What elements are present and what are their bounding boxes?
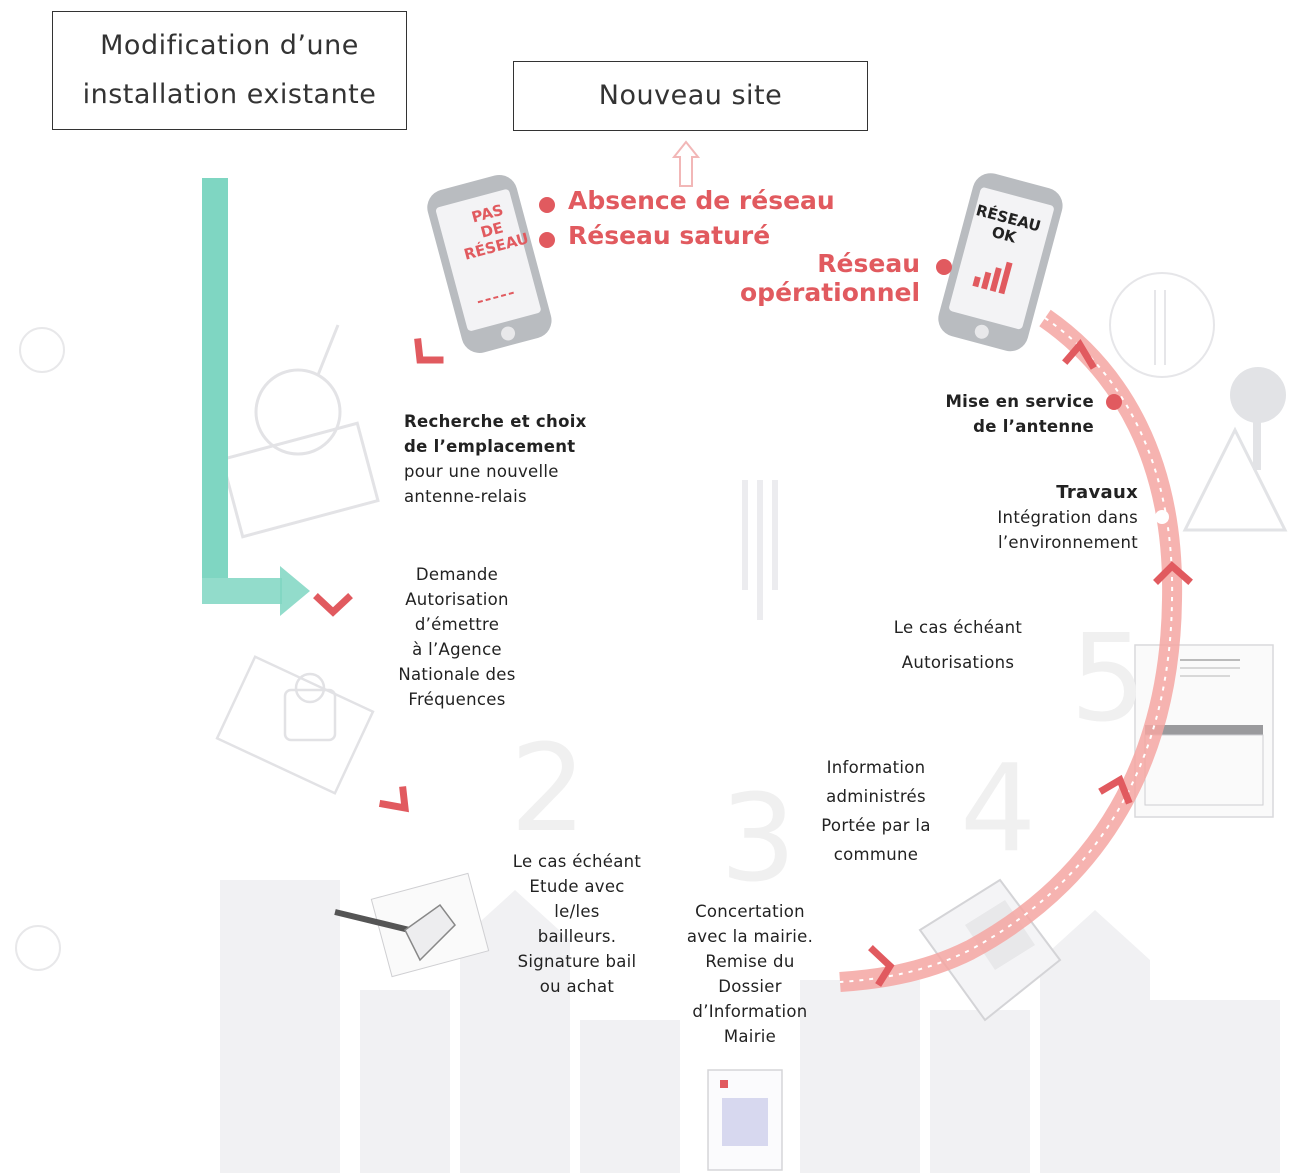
chevron-icon (1098, 774, 1133, 805)
step-line: Portée par la (821, 816, 931, 835)
step-mise-en-service: Mise en service de l’antenne (900, 389, 1094, 439)
step-line: Etude avec (529, 877, 625, 896)
step-line: Mise en service (945, 392, 1094, 411)
step-line: Remise du (705, 952, 795, 971)
step-line: Fréquences (408, 690, 506, 709)
step-line: Mairie (723, 1027, 777, 1046)
step-line: avec la mairie. (686, 927, 814, 946)
bullet-dot (1106, 394, 1122, 410)
chevron-icon (1153, 561, 1193, 585)
watermark-number: 5 (1070, 610, 1147, 749)
step-subtitle: pour une nouvelle (404, 462, 559, 481)
modification-line: Modification d’une (100, 29, 359, 61)
modification-box: Modification d’une installation existant… (52, 11, 407, 130)
step-travaux: Travaux Intégration dans l’environnement (940, 480, 1138, 555)
watermark-number: 3 (720, 770, 797, 909)
step-line: Le cas échéant (893, 618, 1023, 637)
magnifier-icon (220, 324, 380, 539)
chevron-icon (1062, 339, 1097, 370)
chevron-icon (414, 338, 444, 364)
phone-no-network-icon (427, 174, 552, 353)
nouveau-site-box: Nouveau site (513, 61, 868, 131)
bullet-dot (936, 259, 952, 275)
step-title: de l’emplacement (404, 437, 576, 456)
step-bail: Le cas échéant Etude avec le/les bailleu… (506, 849, 648, 999)
step-line: de l’antenne (973, 417, 1094, 436)
step-line: Autorisation (405, 590, 509, 609)
step-line: Demande (415, 565, 499, 584)
step-information: Information administrés Portée par la co… (806, 753, 946, 869)
step-subtitle: Intégration dans (997, 508, 1138, 527)
signing-hand-icon (334, 872, 490, 978)
bullet-dot (539, 232, 555, 248)
step-line: Signature bail (517, 952, 637, 971)
step-line: d’Information (692, 1002, 808, 1021)
modification-line: installation existante (82, 78, 377, 110)
watermark-number: 4 (960, 740, 1037, 879)
step-recherche: Recherche et choix de l’emplacement pour… (404, 409, 587, 509)
problem-sature: Réseau saturé (568, 221, 771, 250)
step-line: commune (833, 845, 919, 864)
tree-warning-sign-icon (1182, 367, 1288, 532)
bullet-dot (539, 197, 555, 213)
operational-line: Réseau (817, 249, 920, 278)
chevron-icon (868, 945, 895, 987)
chevron-icon (378, 786, 409, 813)
operational-label: Réseau opérationnel (740, 249, 920, 307)
step-line: le/les (554, 902, 600, 921)
phone-network-ok-icon (938, 173, 1063, 352)
step-subtitle: antenne-relais (404, 487, 527, 506)
step-subtitle: l’environnement (997, 533, 1138, 552)
step-line: d’émettre (414, 615, 500, 634)
dossier-document-icon (707, 1069, 783, 1171)
step-title: Recherche et choix (404, 412, 587, 431)
step-line: bailleurs. (537, 927, 617, 946)
step-line: Information (826, 758, 926, 777)
city-silhouette (220, 880, 1280, 1173)
step-line: Concertation (695, 902, 805, 921)
step-concertation: Concertation avec la mairie. Remise du D… (680, 899, 820, 1049)
step-line: Autorisations (901, 653, 1015, 672)
step-autorisations: Le cas échéant Autorisations (888, 610, 1028, 680)
envelope-stamp-icon (215, 655, 375, 795)
step-title: Travaux (1056, 482, 1138, 503)
step-line: Dossier (718, 977, 782, 996)
step-line: Le cas échéant (512, 852, 642, 871)
teal-arrow (202, 178, 310, 616)
step-line: administrés (826, 787, 926, 806)
problem-absence: Absence de réseau (568, 186, 835, 215)
step-demande: Demande Autorisation d’émettre à l’Agenc… (386, 562, 528, 712)
step-line: Nationale des (398, 665, 516, 684)
operational-line: opérationnel (740, 278, 921, 307)
watermark-number: 2 (510, 720, 587, 859)
step-line: ou achat (539, 977, 615, 996)
nouveau-site-label: Nouveau site (598, 79, 783, 111)
antenna-watermark-icon (742, 480, 778, 620)
chevron-icon (313, 593, 353, 617)
step-line: à l’Agence (412, 640, 502, 659)
up-arrow-icon (671, 140, 701, 187)
antenna-circle-icon (1109, 272, 1215, 378)
